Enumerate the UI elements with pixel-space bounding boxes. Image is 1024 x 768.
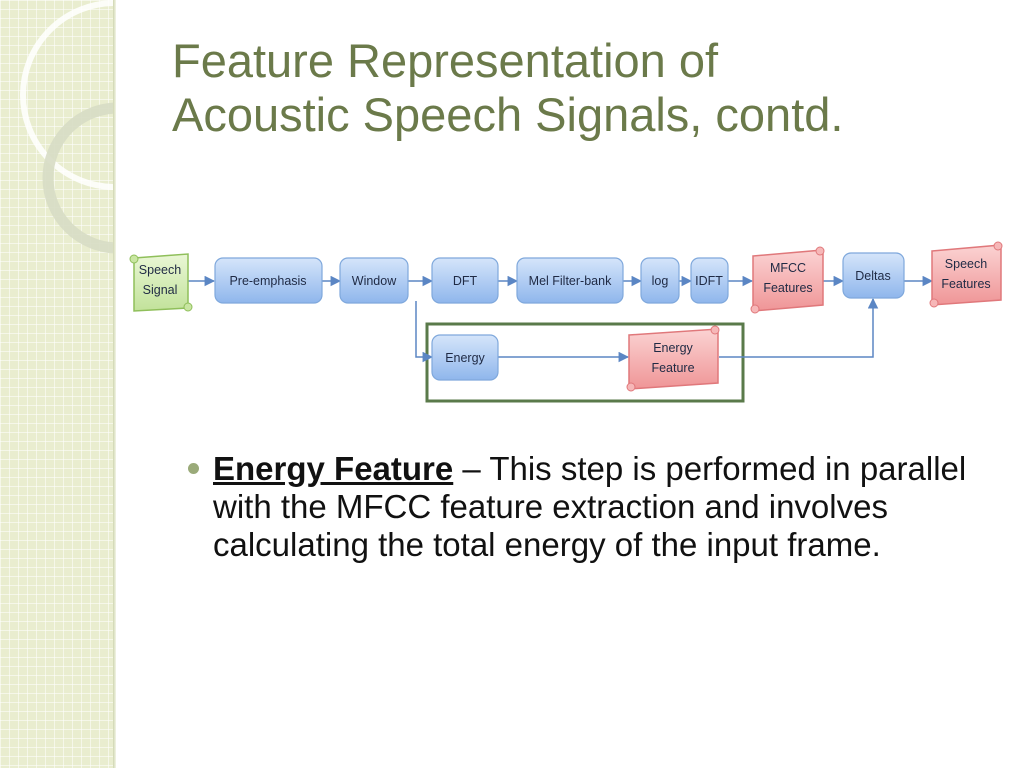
- side-panel-edge: [113, 0, 116, 768]
- node-log-label: log: [652, 274, 669, 288]
- node-energy: Energy: [431, 334, 499, 381]
- node-energy-feature: Energy Feature: [626, 325, 720, 392]
- slide-title-line-2: Acoustic Speech Signals, contd.: [172, 88, 844, 141]
- decorative-rings: [20, 0, 113, 254]
- node-speech-signal-line-1: Speech: [139, 263, 181, 277]
- node-mfcc-features-line-2: Features: [763, 281, 812, 295]
- node-mel-filter-bank-label: Mel Filter-bank: [529, 274, 612, 288]
- node-window: Window: [339, 257, 409, 304]
- bullet-list: Energy Feature – This step is performed …: [188, 450, 978, 564]
- bullet-item: Energy Feature – This step is performed …: [213, 450, 978, 564]
- arrow-window-to-energy: [415, 301, 434, 363]
- node-dft: DFT: [431, 257, 499, 304]
- node-mfcc-features-line-1: MFCC: [770, 261, 806, 275]
- node-deltas: Deltas: [842, 252, 905, 299]
- slide-title-line-1: Feature Representation of: [172, 34, 719, 87]
- node-pre-emphasis: Pre-emphasis: [214, 257, 323, 304]
- node-speech-features: Speech Features: [929, 241, 1003, 308]
- node-idft-label: IDFT: [695, 274, 723, 288]
- decorative-side-panel: [0, 0, 113, 768]
- node-log: log: [640, 257, 680, 304]
- node-mfcc-features: MFCC Features: [750, 246, 825, 314]
- node-energy-label: Energy: [445, 351, 485, 365]
- node-mel-filter-bank: Mel Filter-bank: [516, 257, 624, 304]
- node-dft-label: DFT: [453, 274, 478, 288]
- node-speech-features-line-2: Features: [941, 277, 990, 291]
- node-pre-emphasis-label: Pre-emphasis: [229, 274, 306, 288]
- node-energy-feature-line-2: Feature: [651, 361, 694, 375]
- energy-branch-highlight-frame: [425, 322, 745, 403]
- bullet-description: – This step is performed in parallel wit…: [213, 450, 967, 563]
- node-speech-signal: Speech Signal: [129, 253, 193, 312]
- node-deltas-label: Deltas: [855, 269, 890, 283]
- node-speech-signal-line-2: Signal: [143, 283, 178, 297]
- node-energy-feature-line-1: Energy: [653, 341, 693, 355]
- arrow-energyfeature-to-deltas: [719, 297, 879, 358]
- node-idft: IDFT: [690, 257, 729, 304]
- node-speech-features-line-1: Speech: [945, 257, 987, 271]
- bullet-term: Energy Feature: [213, 450, 454, 487]
- bullet-dot-icon: [188, 463, 199, 474]
- node-window-label: Window: [352, 274, 397, 288]
- slide-title: Feature Representation of Acoustic Speec…: [172, 34, 992, 142]
